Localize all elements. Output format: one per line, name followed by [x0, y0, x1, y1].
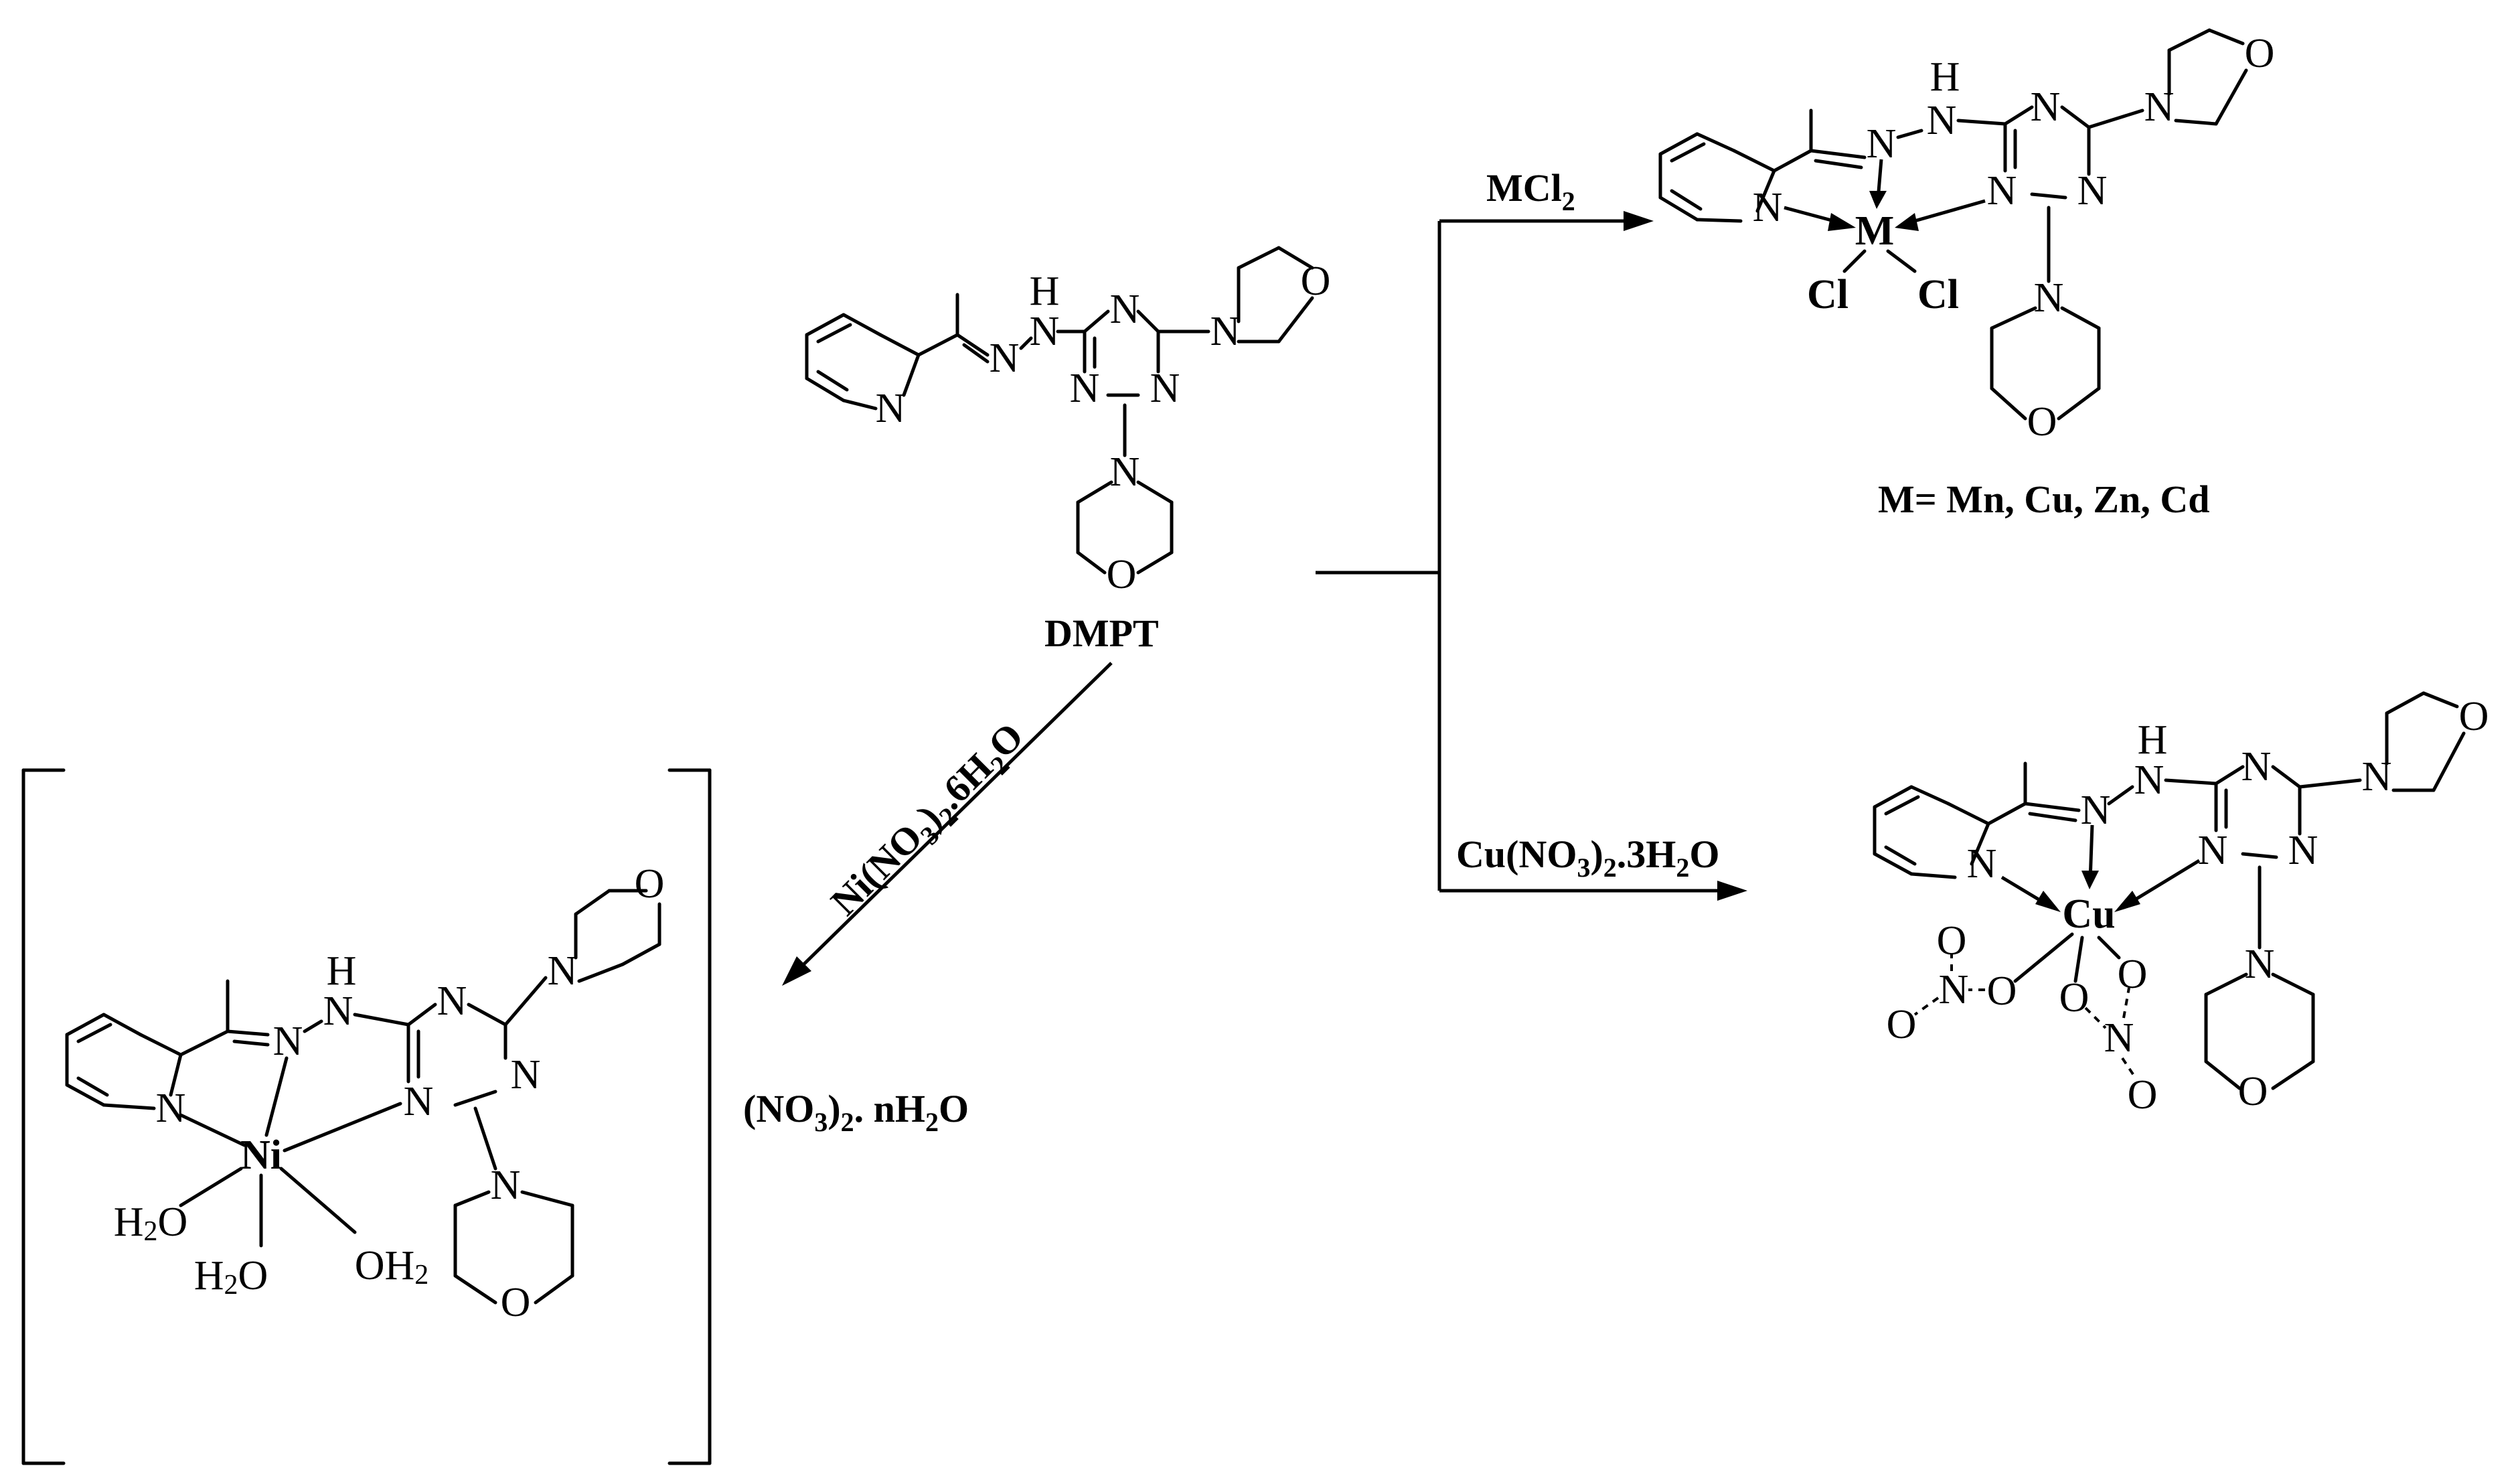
pyridine-ring	[805, 313, 921, 411]
hydrazine-hydrogen: H	[1030, 269, 1060, 314]
square-bracket-right	[667, 768, 712, 1465]
nitrate1-o-top: O	[1937, 918, 1967, 964]
counter-ion-label: (NO3)2. nH2O	[743, 1087, 969, 1137]
triazine-n1: N	[2031, 84, 2061, 130]
triazine-n3: N	[1987, 168, 2017, 214]
triazine-ring	[2003, 105, 2091, 200]
hydrazine-nitrogen: N	[1927, 98, 1957, 143]
morpholine-ring-lower	[1076, 480, 1174, 575]
triazine-n3: N	[404, 1079, 434, 1124]
mcl2-reagent-label: MCl2	[1486, 166, 1575, 216]
dmpt-label: DMPT	[1044, 611, 1159, 655]
hydrazine-nitrogen: N	[1030, 309, 1060, 354]
triazine-n3: N	[1070, 366, 1100, 411]
triazine-ring	[2214, 765, 2302, 859]
branch-connector	[1316, 211, 1747, 901]
nitrate2-o-bottom: O	[2128, 1072, 2158, 1118]
morpholine-ring-lower	[1990, 306, 2101, 421]
metal-list-label: M= Mn, Cu, Zn, Cd	[1878, 477, 2210, 521]
triazine-n2: N	[2288, 828, 2318, 873]
triazine-n3: N	[2198, 828, 2228, 873]
nitrate2-o-bound: O	[2059, 975, 2090, 1021]
nitrate2-o-top: O	[2118, 952, 2148, 997]
pyridine-nitrogen: N	[876, 386, 906, 431]
chloride-ligand-2: Cl	[1917, 272, 1959, 317]
morpholine-n-lower: N	[491, 1163, 521, 1208]
cu-nitrate-reagent-label: Cu(NO3)2.3H2O	[1456, 832, 1720, 883]
triazine-ring	[1083, 309, 1160, 397]
aqua-ligand-1: H2O	[114, 1199, 188, 1247]
morpholine-n-upper: N	[548, 948, 578, 994]
pyridine-ring	[1873, 785, 1990, 879]
imine-nitrogen: N	[273, 1019, 303, 1064]
pyridine-ring	[1658, 132, 1776, 223]
morpholine-ring-lower	[453, 1190, 574, 1305]
cu-nitrate-complex-structure: N N N H N N N N O N	[1873, 691, 2489, 1118]
square-bracket-left	[21, 768, 66, 1465]
nitrate1-nitrogen: N	[1939, 967, 1969, 1013]
triazine-n2: N	[2077, 168, 2108, 214]
morpholine-ring-lower	[2204, 972, 2315, 1090]
morpholine-o-lower: O	[1107, 552, 1137, 597]
morpholine-o-upper: O	[2459, 694, 2489, 739]
nitrate1-o-bound: O	[1987, 968, 2017, 1014]
morpholine-o-upper: O	[1301, 259, 1331, 304]
triazine-n2: N	[1150, 366, 1180, 411]
morpholine-o-lower: O	[2027, 399, 2057, 445]
mcl2-complex-structure: N N N H N N N N O N	[1658, 28, 2275, 445]
ni-complex-structure: N N N H N N N N O N	[21, 768, 712, 1465]
morpholine-ring-upper	[2385, 691, 2466, 792]
metal-centre-m: M	[1855, 208, 1895, 254]
aqua-ligand-3: OH2	[355, 1243, 429, 1291]
pyridine-ring	[65, 1013, 183, 1110]
morpholine-ring-upper	[1237, 246, 1314, 344]
imine-nitrogen: N	[990, 336, 1020, 381]
morpholine-n-lower: N	[2245, 942, 2275, 987]
morpholine-o-lower: O	[2238, 1069, 2268, 1114]
triazine-n1: N	[2241, 744, 2272, 790]
morpholine-n-lower: N	[2034, 275, 2064, 321]
nitrate2-nitrogen: N	[2104, 1015, 2134, 1061]
morpholine-o-upper: O	[635, 861, 665, 907]
hydrazine-hydrogen: H	[2138, 717, 2168, 763]
pyridine-nitrogen: N	[156, 1086, 186, 1131]
triazine-n2: N	[511, 1052, 541, 1098]
morpholine-ring-upper	[574, 889, 661, 983]
copper-centre: Cu	[2062, 891, 2115, 937]
hydrazine-hydrogen: H	[327, 948, 357, 994]
chloride-ligand-1: Cl	[1807, 272, 1848, 317]
ni-arrow	[782, 662, 1113, 986]
morpholine-o-upper: O	[2245, 31, 2275, 76]
triazine-n1: N	[437, 978, 467, 1024]
hydrazine-hydrogen: H	[1930, 54, 1960, 100]
nickel-centre: Ni	[240, 1132, 282, 1178]
triazine-ring	[406, 1003, 507, 1107]
imine-nitrogen: N	[1867, 121, 1897, 167]
pyridine-nitrogen: N	[1753, 185, 1783, 230]
dmpt-ligand-structure: N N N H N N N N O	[805, 246, 1331, 597]
pyridine-nitrogen: N	[1967, 841, 1997, 887]
imine-nitrogen: N	[2081, 788, 2111, 833]
ni-nitrate-reagent-label: Ni(NO3)2.6H2O	[822, 714, 1036, 928]
aqua-ligand-2: H2O	[194, 1253, 268, 1301]
morpholine-n-lower: N	[1110, 449, 1140, 495]
morpholine-o-lower: O	[501, 1280, 531, 1325]
nitrate1-o-left: O	[1887, 1002, 1917, 1047]
hydrazine-nitrogen: N	[323, 988, 353, 1034]
morpholine-ring-upper	[2167, 28, 2248, 126]
triazine-n1: N	[1110, 287, 1140, 332]
morpholine-n-upper: N	[1210, 309, 1241, 354]
hydrazine-nitrogen: N	[2134, 757, 2164, 803]
